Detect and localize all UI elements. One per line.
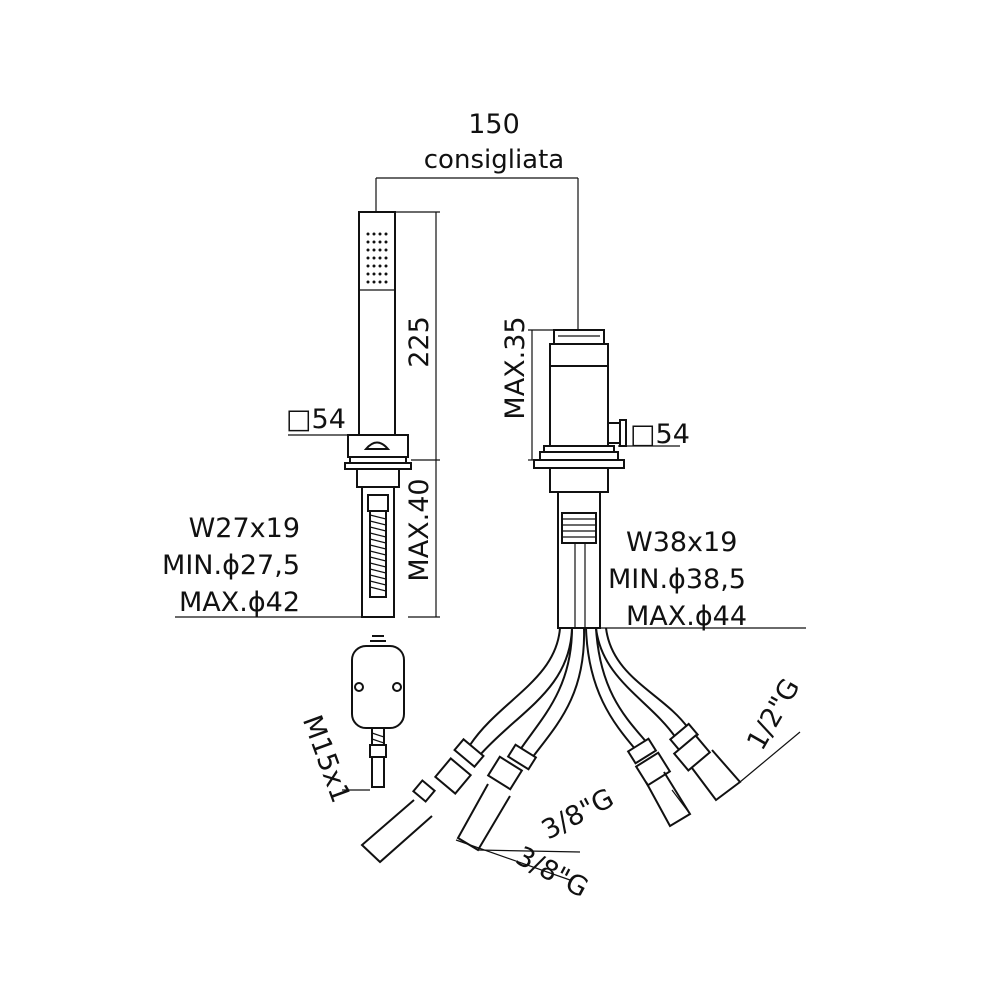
height-dimension: 225 (395, 211, 440, 460)
flexible-hoses (469, 627, 689, 759)
handle-max-height: MAX.35 (500, 316, 531, 419)
left-fixing-labels: W27x19 MIN.ϕ27,5 MAX.ϕ42 (162, 513, 362, 618)
left-wrench: W27x19 (189, 513, 300, 544)
inlet-a-label: 3/8"G (537, 783, 619, 846)
left-hole-max: MAX.ϕ42 (179, 587, 300, 618)
mixer-body (533, 329, 627, 629)
right-base-square: □54 (630, 419, 690, 450)
deck-max-thickness: MAX.40 (404, 478, 435, 581)
spacing-dimension: 150 consigliata (375, 109, 579, 330)
hand-shower (344, 211, 412, 618)
right-fixing-labels: W38x19 MIN.ϕ38,5 MAX.ϕ44 (600, 527, 806, 632)
left-base-square: □54 (286, 404, 346, 435)
spacing-value: 150 (468, 109, 520, 140)
handle-dimension: MAX.35 (500, 316, 554, 461)
outlet-label: 1/2"G (741, 673, 806, 755)
spacing-note: consigliata (424, 145, 564, 175)
hose-fittings (360, 722, 742, 864)
spray-face-dots (366, 232, 388, 284)
inlet-b-label: 3/8"G (511, 841, 593, 904)
right-hole-min: MIN.ϕ38,5 (608, 564, 746, 595)
right-wrench: W38x19 (626, 527, 737, 558)
hand-shower-height: 225 (404, 316, 435, 368)
left-hole-min: MIN.ϕ27,5 (162, 550, 300, 581)
hose-connector (351, 635, 405, 788)
hose-thread: M15x1 (296, 711, 356, 807)
right-hole-max: MAX.ϕ44 (626, 601, 747, 632)
left-deck-dimension: MAX.40 (404, 459, 440, 618)
